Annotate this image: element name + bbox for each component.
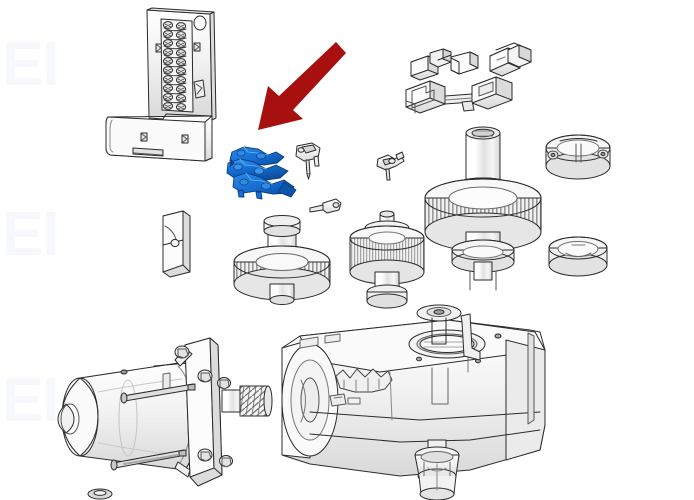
part-clip-small-2	[376, 151, 405, 181]
part-collar-ring	[545, 134, 611, 180]
part-clip-small-1	[295, 142, 321, 180]
part-screw-long-1	[120, 383, 196, 404]
part-terminal-block	[146, 7, 217, 121]
part-limit-switch-b	[489, 42, 532, 77]
part-bracket-small	[162, 210, 191, 278]
part-limit-switch-a	[410, 48, 479, 81]
part-release-knob	[416, 304, 481, 361]
part-blue-lever-cluster	[226, 146, 297, 200]
part-terminal-cover	[105, 113, 213, 162]
part-pinion-gear-2	[349, 210, 425, 309]
highlight-arrow-icon	[258, 42, 346, 130]
part-bearing-ring	[548, 236, 608, 277]
part-motor-bracket	[174, 337, 233, 487]
part-output-coupling	[414, 439, 460, 500]
part-washer-small	[87, 488, 113, 500]
part-switch-bracket	[405, 76, 513, 114]
part-gearbox-housing	[281, 319, 546, 477]
part-worm-shaft	[221, 385, 273, 417]
part-pinion-gear-1	[233, 215, 331, 305]
part-screw-extra	[123, 454, 179, 465]
part-pin-small	[309, 198, 342, 214]
part-main-gear	[424, 126, 542, 291]
